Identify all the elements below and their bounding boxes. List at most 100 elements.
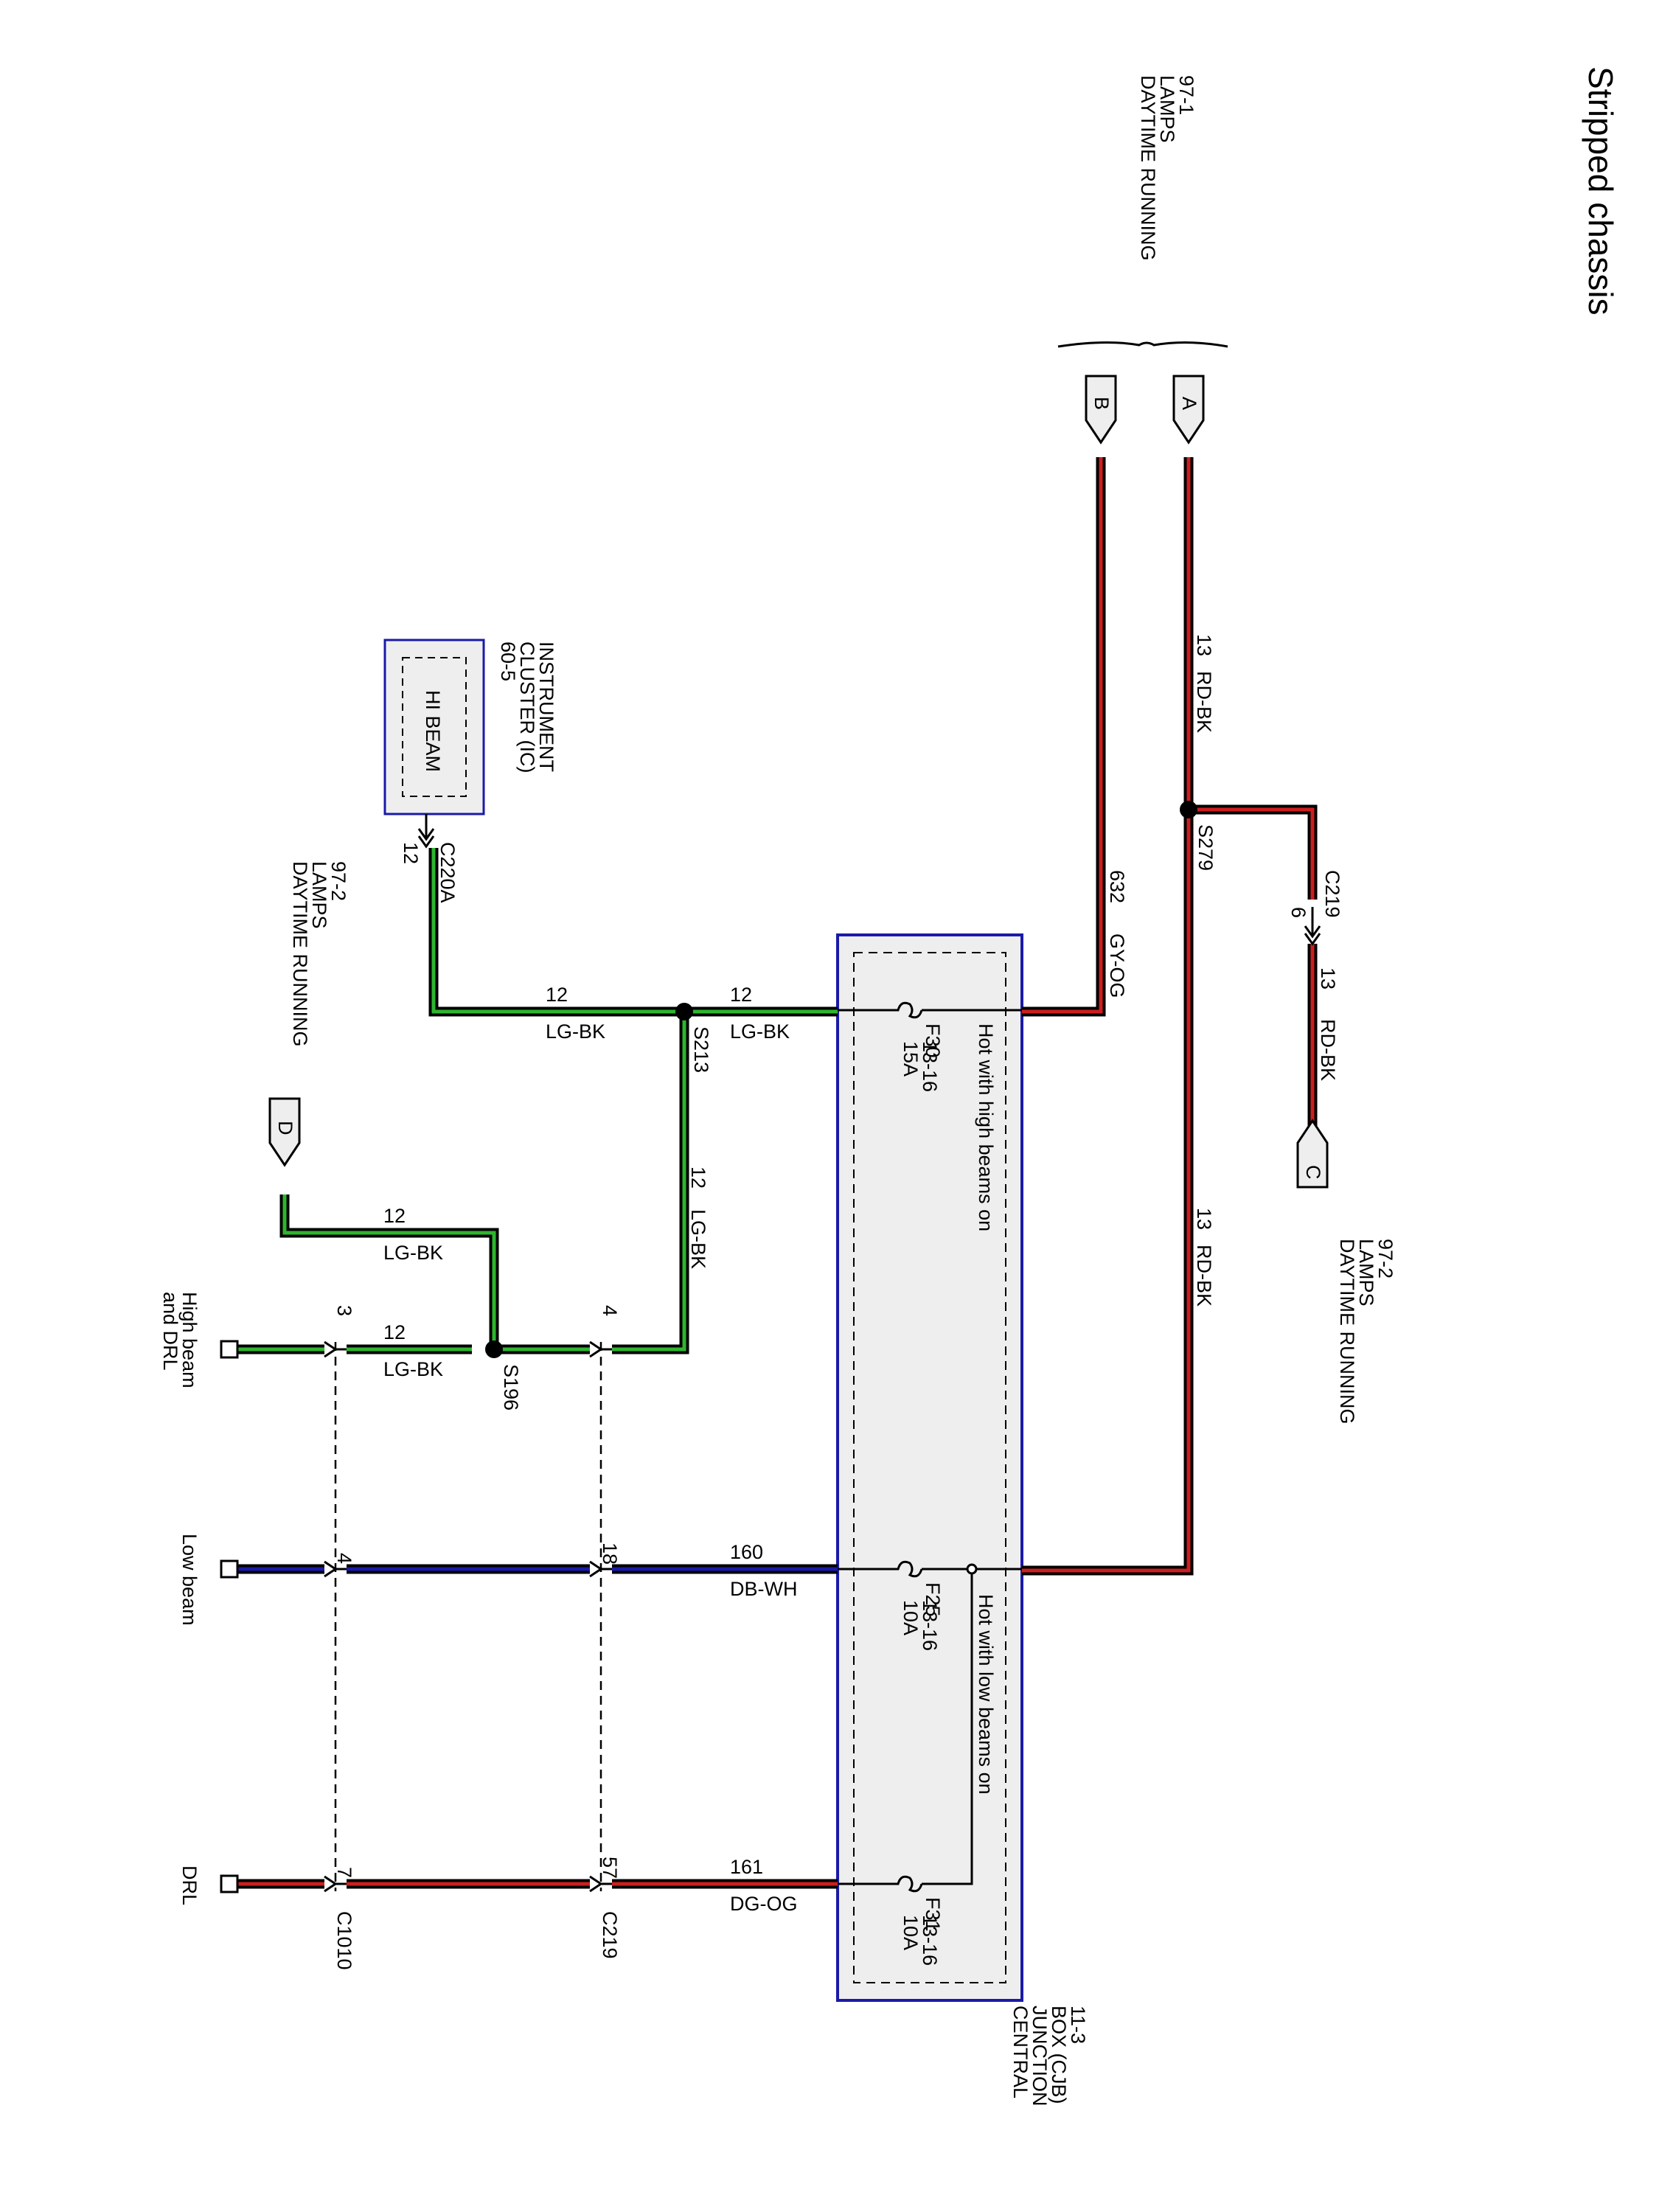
cjb-label: CENTRAL JUNCTION BOX (CJB) 11-3 — [1009, 2006, 1089, 2107]
svg-text:DAYTIME RUNNING: DAYTIME RUNNING — [1137, 75, 1159, 261]
instrument-cluster-box — [383, 639, 485, 815]
drl-d-label: DAYTIME RUNNING LAMPS 97-2 — [289, 861, 349, 1047]
ic-label: INSTRUMENT CLUSTER (IC) 60-5 — [497, 641, 557, 773]
svg-text:D: D — [274, 1121, 296, 1135]
cjb-internal-drl — [922, 1569, 973, 1885]
fuse-f25-icon — [838, 1560, 923, 1578]
wire-s213-color: LG-BK — [687, 1209, 709, 1269]
c220a-pin: 12 — [400, 842, 422, 864]
svg-text:A: A — [1178, 397, 1200, 410]
c1010-arrows — [324, 1340, 347, 1893]
svg-text:F30: F30 — [922, 1023, 944, 1058]
connector-d-icon: D — [268, 1097, 301, 1167]
svg-text:High beam: High beam — [178, 1292, 201, 1388]
brace — [1057, 341, 1228, 348]
svg-text:JUNCTION: JUNCTION — [1029, 2006, 1051, 2107]
svg-text:LAMPS: LAMPS — [1355, 1239, 1377, 1307]
svg-text:DAYTIME RUNNING: DAYTIME RUNNING — [289, 861, 311, 1047]
connector-b-icon: B — [1085, 375, 1117, 445]
svg-text:Low beam: Low beam — [178, 1534, 201, 1626]
cjb-box — [836, 933, 1023, 2002]
wire-c-circuit: 13 — [1317, 967, 1339, 990]
svg-text:LAMPS: LAMPS — [1156, 75, 1178, 143]
svg-text:F31: F31 — [922, 1897, 944, 1932]
svg-text:F25: F25 — [922, 1582, 944, 1617]
svg-text:13-16: 13-16 — [919, 1600, 941, 1651]
wire-cjb-hi-circuit: 12 — [730, 984, 752, 1006]
cjb-inner-box — [853, 952, 1006, 1983]
wire-b-color: GY-OG — [1106, 933, 1128, 998]
svg-text:13-16: 13-16 — [919, 1915, 941, 1966]
fuse-f31-icon — [838, 1875, 923, 1893]
lamp-terminal-hi — [220, 1340, 239, 1359]
fuse-f31-label: F31 — [922, 1897, 944, 1932]
svg-text:LAMPS: LAMPS — [308, 861, 330, 929]
wire-d-color: LG-BK — [383, 1242, 443, 1264]
svg-text:97-2: 97-2 — [327, 861, 349, 901]
connector-a-icon: A — [1172, 375, 1205, 445]
offpage-drl-label: DAYTIME RUNNING LAMPS 97-1 — [1137, 75, 1197, 261]
svg-text:DRL: DRL — [178, 1865, 201, 1905]
fuse-f30-icon — [838, 1001, 923, 1019]
c219-top-label: C219 — [1321, 870, 1343, 918]
splice-s279 — [1180, 801, 1197, 818]
c1010-label: C1010 — [333, 1911, 355, 1970]
c219-pin-hi: 4 — [599, 1305, 621, 1316]
wire-b-circuit: 632 — [1106, 870, 1128, 903]
c1010-pin-low: 4 — [333, 1553, 355, 1564]
svg-text:INSTRUMENT: INSTRUMENT — [535, 641, 557, 772]
c219-top-connector-icon — [1304, 907, 1321, 946]
svg-text:BOX (CJB): BOX (CJB) — [1048, 2006, 1070, 2104]
splice-s196 — [485, 1340, 503, 1358]
connector-c-icon: C — [1296, 1119, 1329, 1189]
c219-label: C219 — [599, 1911, 621, 1959]
wire-low-color: DB-WH — [730, 1578, 797, 1600]
wire-drl-color: DG-OG — [730, 1893, 798, 1915]
wire-ic-circuit: 12 — [546, 984, 568, 1006]
wire-low-circuit: 160 — [730, 1541, 763, 1563]
s213-label: S213 — [690, 1026, 712, 1073]
fuse-f25-label: F25 — [922, 1582, 944, 1617]
wire-a-color: RD-BK — [1193, 671, 1215, 733]
svg-text:CLUSTER (IC): CLUSTER (IC) — [516, 641, 538, 773]
wire-d-circuit: 12 — [383, 1205, 406, 1227]
drl-c-label: DAYTIME RUNNING LAMPS 97-2 — [1336, 1239, 1397, 1425]
svg-text:15A: 15A — [900, 1041, 922, 1077]
svg-text:CENTRAL: CENTRAL — [1009, 2006, 1032, 2098]
c219-top-pin: 6 — [1287, 907, 1310, 918]
svg-text:10A: 10A — [900, 1600, 922, 1635]
lamp-low-label: Low beam — [178, 1534, 201, 1626]
wire-cjb-hi-color: LG-BK — [730, 1020, 790, 1043]
wire-d-to-s196 — [279, 1194, 499, 1349]
svg-text:13-16: 13-16 — [919, 1041, 941, 1092]
wire-b-gy-og — [1022, 457, 1106, 1017]
svg-text:97-1: 97-1 — [1175, 75, 1197, 115]
lamp-hi-label: High beam and DRL — [159, 1292, 201, 1388]
lamp-terminal-drl — [220, 1874, 239, 1893]
c219-arrows — [589, 1340, 612, 1893]
lamp-drl-label: DRL — [178, 1865, 201, 1905]
svg-text:C: C — [1302, 1165, 1324, 1180]
svg-text:10A: 10A — [900, 1915, 922, 1950]
wire-s213-circuit: 12 — [687, 1166, 709, 1189]
svg-text:11-3: 11-3 — [1067, 2006, 1089, 2044]
svg-text:DAYTIME RUNNING: DAYTIME RUNNING — [1336, 1239, 1358, 1425]
diagram-title: Stripped chassis — [1582, 66, 1620, 316]
c220a-label: C220A — [437, 842, 459, 903]
wire-s196-circuit: 12 — [383, 1321, 406, 1343]
svg-text:B: B — [1091, 397, 1113, 410]
c219-pin-low: 18 — [599, 1543, 621, 1565]
hi-beam-indicator-box — [402, 657, 467, 797]
wire-s213-down — [612, 1012, 689, 1354]
svg-text:97-2: 97-2 — [1374, 1239, 1397, 1279]
svg-text:60-5: 60-5 — [497, 641, 519, 681]
wire-ic-color: LG-BK — [546, 1020, 605, 1043]
wire-a-lower-circuit: 13 — [1193, 1208, 1215, 1230]
wire-s213-to-ic — [428, 848, 684, 1017]
wire-c-color: RD-BK — [1317, 1019, 1339, 1081]
wire-a-circuit: 13 — [1193, 634, 1215, 656]
s196-label: S196 — [500, 1364, 522, 1411]
wire-s279-branch — [1189, 804, 1318, 1135]
hot-high-label: Hot with high beams on — [975, 1023, 997, 1231]
wire-a-red-bk — [1022, 457, 1194, 1576]
